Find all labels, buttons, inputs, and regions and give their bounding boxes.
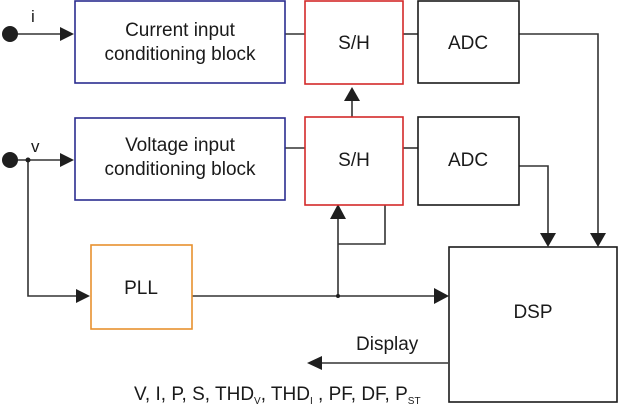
quantities-part-3: , PF, DF, P — [313, 384, 408, 405]
arrowheads — [60, 27, 606, 370]
arrow-into-sh-top — [344, 87, 360, 101]
adc-top-label: ADC — [448, 33, 488, 54]
wire-sh-loop — [338, 205, 386, 245]
dsp-label: DSP — [513, 302, 552, 323]
wire-adc-top-to-dsp — [519, 33, 599, 236]
voltage-conditioning-block: Voltage input conditioning block — [74, 117, 286, 201]
voltage-junction-dot — [25, 157, 31, 163]
voltage-cond-line1: Voltage input — [125, 135, 236, 156]
arrow-into-dsp-adc-bottom — [540, 233, 556, 247]
quantities-part-1: V, I, P, S, THD — [134, 384, 254, 405]
output-quantities: V, I, P, S, THDV, THDI , PF, DF, PST — [134, 384, 421, 406]
voltage-input-label: v — [31, 137, 40, 156]
arrow-into-dsp-pll — [434, 288, 449, 304]
current-input-terminal — [2, 26, 18, 42]
voltage-cond-line2: conditioning block — [104, 159, 256, 180]
quantities-part-2: , THD — [261, 384, 310, 405]
pll-block: PLL — [90, 244, 193, 330]
sh-top-label: S/H — [338, 33, 370, 54]
current-cond-line2: conditioning block — [104, 44, 256, 65]
quantities-sub-st: ST — [408, 396, 421, 406]
quantities-sub-v: V — [254, 396, 261, 406]
arrow-to-display — [307, 356, 322, 370]
wire-adc-bottom-to-dsp — [519, 165, 549, 236]
pll-junction-dot — [336, 294, 340, 298]
sh-block-bottom: S/H — [304, 116, 404, 206]
voltage-input-terminal — [2, 152, 18, 168]
wire-voltage-to-pll — [27, 160, 76, 297]
current-cond-line1: Current input — [125, 20, 236, 41]
arrow-into-pll — [76, 289, 90, 303]
current-input-label: i — [31, 7, 35, 26]
arrow-into-dsp-adc-top — [590, 233, 606, 247]
quantities-sub-i: I — [310, 396, 313, 406]
display-label: Display — [356, 334, 419, 355]
adc-bottom-label: ADC — [448, 150, 488, 171]
sh-block-top: S/H — [304, 0, 404, 85]
wires — [10, 33, 599, 364]
arrow-into-voltage-cond — [60, 153, 74, 167]
arrow-into-current-cond — [60, 27, 74, 41]
dsp-block: DSP — [448, 246, 618, 403]
pll-label: PLL — [124, 278, 158, 299]
adc-block-bottom: ADC — [417, 116, 520, 206]
adc-block-top: ADC — [417, 0, 520, 84]
current-conditioning-block: Current input conditioning block — [74, 0, 286, 84]
sh-bottom-label: S/H — [338, 150, 370, 171]
arrow-into-sh-bottom — [330, 204, 346, 219]
